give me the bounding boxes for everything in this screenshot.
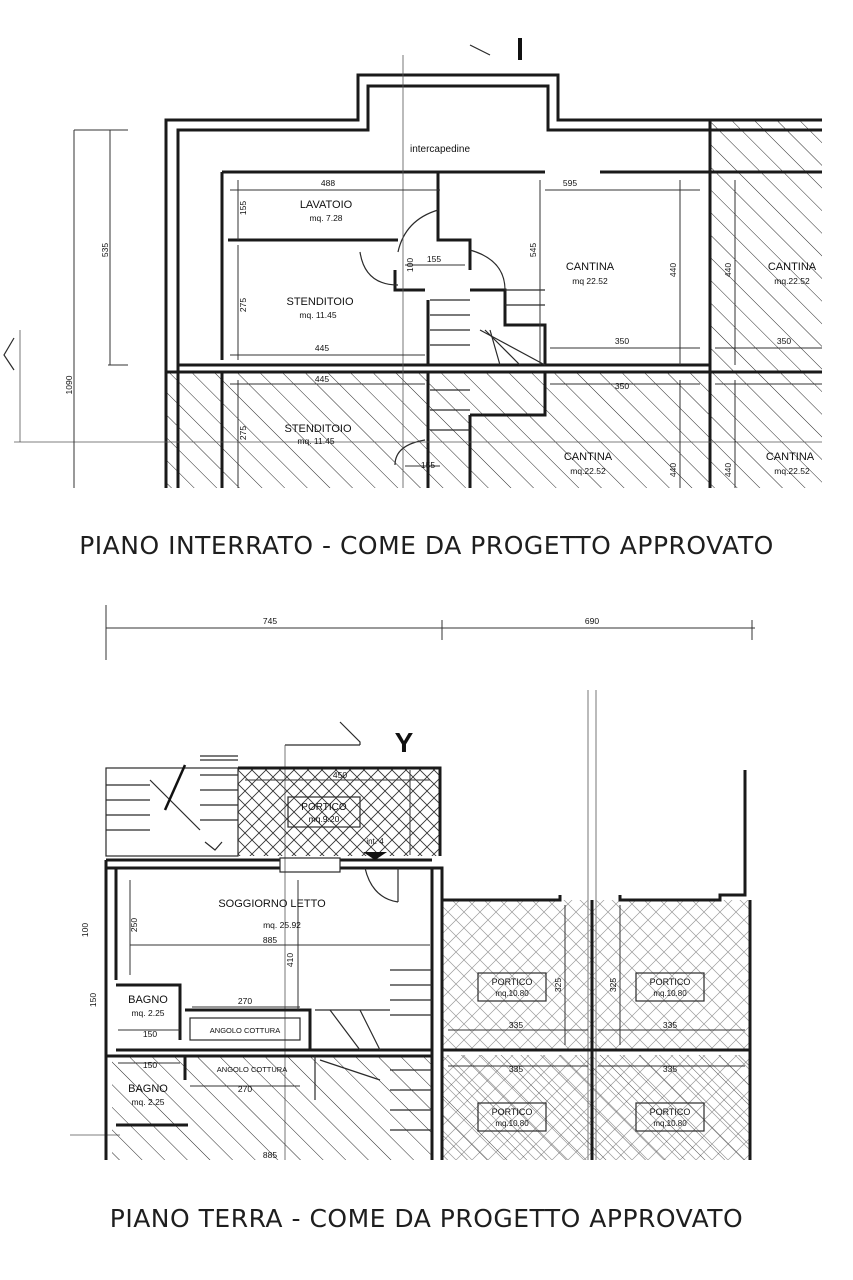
dim-150-lower: 150 [143, 1060, 157, 1070]
room-angolo-cottura-name: ANGOLO COTTURA [210, 1026, 280, 1035]
dim-100: 100 [405, 258, 415, 272]
room-portico-top-area: mq.9.20 [309, 814, 340, 824]
room-cantina-lower-right-name: CANTINA [766, 451, 815, 463]
dim-445: 445 [315, 343, 329, 353]
room-portico-3-area: mq.10.80 [495, 1119, 529, 1128]
dim-885: 885 [263, 935, 277, 945]
dim-535: 535 [100, 243, 110, 257]
dim-595: 595 [563, 178, 577, 188]
room-bagno-area: mq. 2.25 [131, 1008, 164, 1018]
basement-caption: PIANO INTERRATO - COME DA PROGETTO APPRO… [79, 531, 774, 560]
dim-335-lower: 335 [509, 1064, 523, 1074]
section-mark-y: Y [395, 727, 414, 758]
dim-745: 745 [263, 616, 277, 626]
dim-440-right: 440 [723, 263, 733, 277]
dim-350-lower: 350 [615, 381, 629, 391]
dim-350-right: 350 [777, 336, 791, 346]
dim-250: 250 [129, 918, 139, 932]
room-cantina-name: CANTINA [566, 261, 615, 273]
dim-350: 350 [615, 336, 629, 346]
dim-155: 155 [238, 201, 248, 215]
room-soggiorno-area: mq. 25.92 [263, 920, 301, 930]
dim-325: 325 [553, 978, 563, 992]
dim-1090: 1090 [64, 375, 74, 394]
dim-885-bottom: 885 [263, 1150, 277, 1160]
dim-275: 275 [238, 298, 248, 312]
dim-155-stair: 155 [427, 254, 441, 264]
room-stenditoio-area: mq. 11.45 [299, 310, 336, 320]
room-portico-1-name: PORTICO [492, 977, 533, 987]
dim-155-lower: 155 [421, 460, 435, 470]
room-bagno-name: BAGNO [128, 994, 168, 1006]
dim-450: 450 [333, 770, 347, 780]
dim-690: 690 [585, 616, 599, 626]
room-portico-4-name: PORTICO [650, 1107, 691, 1117]
room-stenditoio-lower-name: STENDITOIO [284, 423, 351, 435]
dim-445-lower: 445 [315, 374, 329, 384]
dim-440-lower: 440 [668, 463, 678, 477]
room-portico-1-area: mq.10.80 [495, 989, 529, 998]
room-cantina-area: mq 22.52 [572, 276, 608, 286]
room-portico-2-area: mq.10.80 [653, 989, 687, 998]
room-portico-4-area: mq.10.80 [653, 1119, 687, 1128]
dim-488: 488 [321, 178, 335, 188]
dim-335-right: 335 [663, 1020, 677, 1030]
room-lavatoio-area: mq. 7.28 [309, 213, 342, 223]
room-cantina-lower-name: CANTINA [564, 451, 613, 463]
dim-100-side: 100 [80, 923, 90, 937]
dim-440-lower-right: 440 [723, 463, 733, 477]
intercapedine-label: intercapedine [410, 144, 470, 155]
dim-270-lower: 270 [238, 1084, 252, 1094]
ground-floor-plan: 745 690 Y [70, 605, 755, 1160]
dim-440: 440 [668, 263, 678, 277]
room-angolo-cottura-lower-name: ANGOLO COTTURA [217, 1065, 287, 1074]
room-portico-3-name: PORTICO [492, 1107, 533, 1117]
room-lavatoio-name: LAVATOIO [300, 199, 353, 211]
room-portico-top-name: PORTICO [301, 802, 347, 813]
room-portico-2-name: PORTICO [650, 977, 691, 987]
dim-325-right: 325 [608, 978, 618, 992]
dim-335: 335 [509, 1020, 523, 1030]
dim-275-lower: 275 [238, 426, 248, 440]
room-cantina-right-area: mq.22.52 [774, 276, 810, 286]
room-stenditoio-name: STENDITOIO [286, 296, 353, 308]
dim-410: 410 [285, 953, 295, 967]
room-bagno-lower-area: mq. 2.25 [131, 1097, 164, 1107]
basement-plan: intercapedine LAVATOIO mq. 7.28 STENDITO… [3, 38, 822, 488]
room-cantina-right-name: CANTINA [768, 261, 817, 273]
room-bagno-lower-name: BAGNO [128, 1083, 168, 1095]
room-stenditoio-lower-area: mq. 11.45 [297, 436, 334, 446]
dim-150-side: 150 [88, 993, 98, 1007]
room-soggiorno-name: SOGGIORNO LETTO [218, 898, 326, 910]
dim-150: 150 [143, 1029, 157, 1039]
door-mark-label: int. 4 [366, 837, 384, 846]
dim-545: 545 [528, 243, 538, 257]
dim-270: 270 [238, 996, 252, 1006]
ground-caption: PIANO TERRA - COME DA PROGETTO APPROVATO [109, 1204, 744, 1233]
dim-335-lower-right: 335 [663, 1064, 677, 1074]
room-cantina-lower-right-area: mq.22.52 [774, 466, 810, 476]
room-cantina-lower-area: mq.22.52 [570, 466, 606, 476]
